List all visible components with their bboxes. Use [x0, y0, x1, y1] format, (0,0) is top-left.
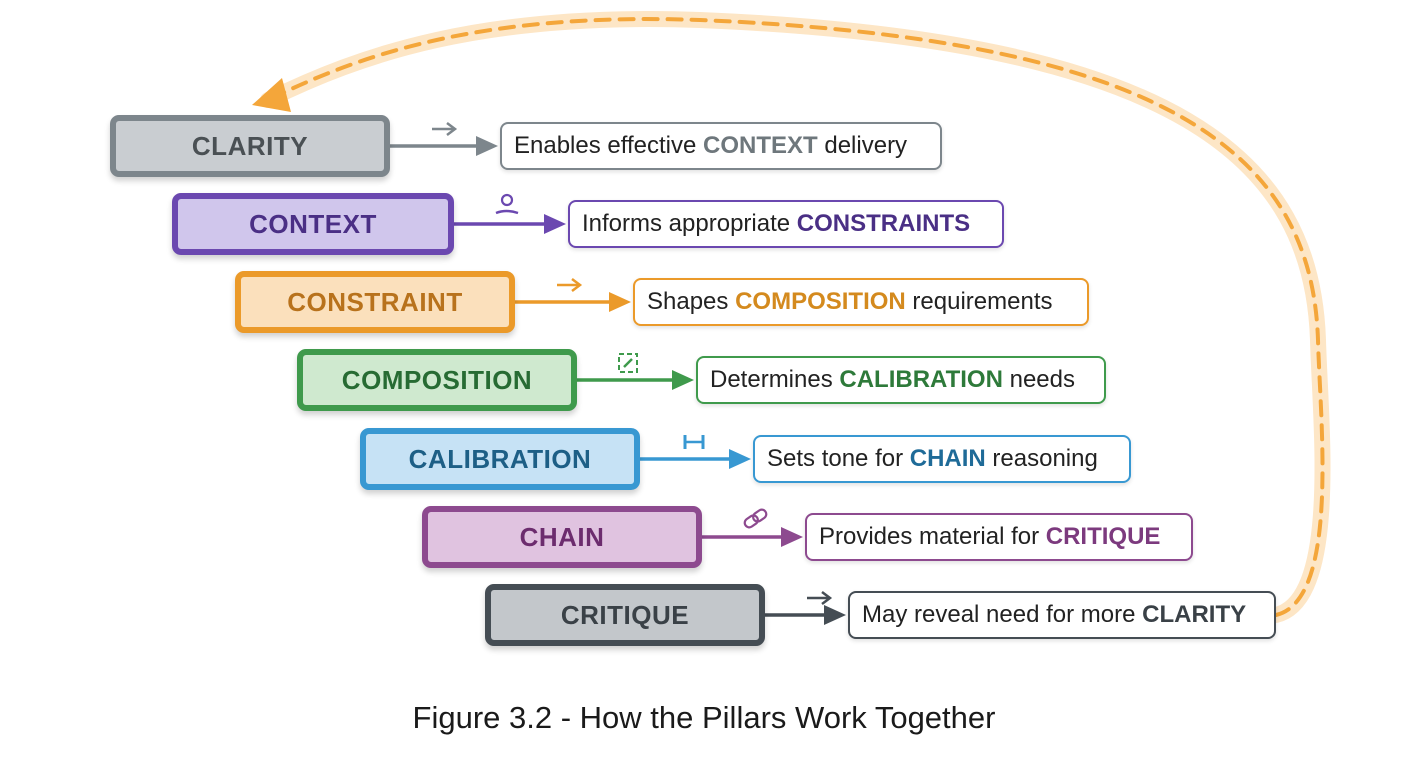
connector-arrowhead [781, 527, 803, 547]
description-keyword: CALIBRATION [839, 366, 1003, 393]
description-keyword: CRITIQUE [1045, 523, 1161, 550]
location-hand-icon [495, 193, 519, 215]
connector-arrowhead [824, 605, 846, 625]
pillar-critique: CRITIQUE [485, 584, 765, 646]
description-keyword: CONSTRAINTS [796, 210, 971, 237]
description-text: Provides material for [819, 523, 1046, 550]
description-clarity: Enables effective CONTEXT delivery [500, 122, 942, 170]
puzzle-icon [618, 353, 638, 373]
connector-arrowhead [729, 449, 751, 469]
description-composition: Determines CALIBRATION needs [696, 356, 1106, 404]
pillar-label: CONTEXT [249, 208, 377, 239]
description-text: reasoning [985, 445, 1098, 472]
pillar-context: CONTEXT [172, 193, 454, 255]
pillar-chain: CHAIN [422, 506, 702, 568]
pillar-clarity: CLARITY [110, 115, 390, 177]
description-text: Informs appropriate [582, 210, 797, 237]
description-keyword: CLARITY [1142, 601, 1247, 628]
arrow-small-icon [807, 591, 833, 605]
chain-link-icon [743, 508, 768, 529]
connector-arrowhead [544, 214, 566, 234]
arrow-small-icon [557, 278, 583, 292]
connector-arrowhead [609, 292, 631, 312]
arrow-small-icon [432, 122, 458, 136]
description-text: May reveal need for more [862, 601, 1143, 628]
pillar-label: CHAIN [519, 521, 605, 552]
description-critique: May reveal need for more CLARITY [848, 591, 1276, 639]
description-context: Informs appropriate CONSTRAINTS [568, 200, 1004, 248]
description-text: delivery [817, 132, 908, 159]
description-keyword: COMPOSITION [735, 288, 906, 315]
description-text: requirements [905, 288, 1053, 315]
connector-arrowhead [672, 370, 694, 390]
description-text: needs [1002, 366, 1075, 393]
pillar-calibration: CALIBRATION [360, 428, 640, 490]
feedback-loop-arrowhead [252, 78, 291, 112]
feedback-loop-line [266, 17, 1325, 617]
pillar-label: CALIBRATION [408, 443, 592, 474]
pillar-label: CONSTRAINT [287, 286, 463, 317]
figure-caption: Figure 3.2 - How the Pillars Work Togeth… [412, 700, 996, 735]
pillar-label: CLARITY [191, 130, 309, 161]
description-text: Determines [710, 366, 840, 393]
description-keyword: CHAIN [909, 445, 986, 472]
pillar-label: COMPOSITION [341, 364, 533, 395]
description-chain: Provides material for CRITIQUE [805, 513, 1193, 561]
description-calibration: Sets tone for CHAIN reasoning [753, 435, 1131, 483]
description-text: Enables effective [514, 132, 704, 159]
pillar-constraint: CONSTRAINT [235, 271, 515, 333]
description-text: Sets tone for [767, 445, 910, 472]
description-constraint: Shapes COMPOSITION requirements [633, 278, 1089, 326]
pillar-label: CRITIQUE [560, 599, 690, 630]
description-text: Shapes [647, 288, 736, 315]
pillar-composition: COMPOSITION [297, 349, 577, 411]
description-keyword: CONTEXT [703, 132, 818, 159]
dumbbell-icon [683, 435, 705, 449]
connector-arrowhead [476, 136, 498, 156]
